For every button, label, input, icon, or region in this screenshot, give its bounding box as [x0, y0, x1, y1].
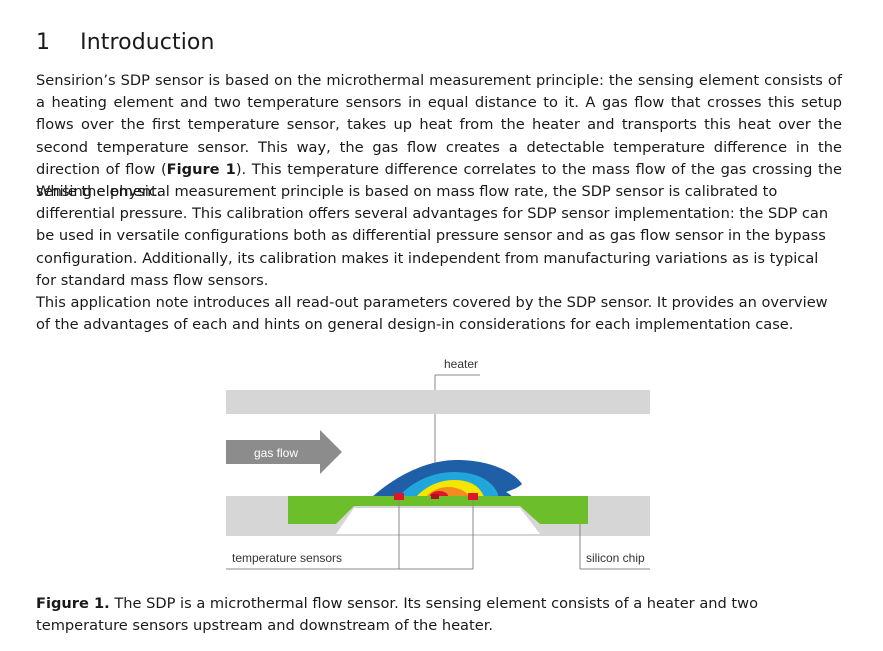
gas-flow-label: gas flow — [254, 446, 298, 460]
intro-paragraph-1: Sensirion’s SDP sensor is based on the m… — [36, 70, 842, 203]
intro-paragraph-3: This application note introduces all rea… — [36, 294, 828, 334]
section-heading: 1 Introduction — [36, 30, 215, 55]
intro-paragraph-2: While the physical measurement principle… — [36, 183, 829, 289]
silicon-chip-label: silicon chip — [586, 551, 645, 565]
heater-element — [431, 494, 439, 499]
silicon-chip — [288, 496, 588, 524]
figure-reference: Figure 1 — [166, 160, 236, 178]
section-title: Introduction — [80, 30, 215, 55]
channel-top-wall — [226, 390, 650, 414]
caption-label: Figure 1. — [36, 595, 110, 612]
heater-label: heater — [444, 357, 478, 371]
downstream-temperature-sensor — [468, 493, 478, 500]
sensor-diagram: heater gas flow temperature sensors sili… — [226, 357, 650, 570]
membrane-cavity — [336, 508, 540, 534]
paragraph-1-text-end: ). This temperature difference correlate… — [36, 160, 843, 201]
figure-caption: Figure 1. The SDP is a microthermal flow… — [36, 593, 846, 637]
section-number: 1 — [36, 30, 51, 55]
gas-flow-arrow — [226, 430, 342, 474]
temperature-sensors-label: temperature sensors — [232, 551, 342, 565]
paragraph-1-text: Sensirion’s SDP sensor is based on the m… — [36, 72, 842, 178]
upstream-temperature-sensor — [394, 493, 404, 500]
caption-text: The SDP is a microthermal flow sensor. I… — [36, 595, 759, 635]
